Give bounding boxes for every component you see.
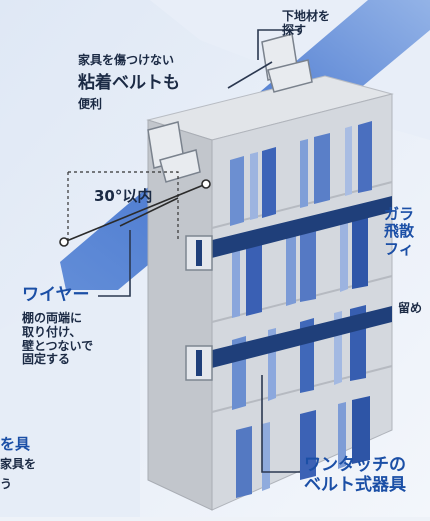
- left-partial-line-1: 家具を: [0, 457, 37, 471]
- glass-line-3: フィ: [384, 239, 414, 258]
- left-partial-title: を具: [0, 435, 31, 453]
- base-material-label: 下地材を 探す: [282, 9, 331, 38]
- onetouch-line-1: ワンタッチの: [304, 455, 406, 475]
- base-material-line-1: 下地材を: [282, 9, 331, 23]
- onetouch-line-2: ベルト式器具: [304, 474, 406, 495]
- glass-line-2: 飛散: [384, 222, 415, 241]
- leader-lines: [98, 29, 300, 473]
- wire-desc-line-3: 壁とつないで: [22, 338, 94, 353]
- right-partial-label: 留め: [398, 301, 423, 315]
- adhesive-note: 家具を傷つけない: [78, 53, 175, 67]
- cabinet-side: [147, 119, 213, 511]
- floor-area: [0, 300, 140, 517]
- books: [230, 121, 372, 498]
- wire-desc-line-2: 取り付け、: [22, 324, 82, 339]
- belts: [185, 196, 392, 381]
- angle-label: 30°以内: [94, 187, 153, 205]
- wire-title: ワイヤー: [22, 285, 90, 305]
- angle-guide: [67, 171, 179, 240]
- adhesive-title: 粘着ベルトも: [78, 73, 180, 93]
- base-material-line-2: 探す: [282, 22, 307, 37]
- wire-description: 棚の両端に 取り付け、 壁とつないで 固定する: [22, 311, 94, 367]
- glass-film-partial: ガラ 飛散 フィ: [384, 205, 415, 258]
- wire: [59, 179, 211, 247]
- wire-desc-line-1: 棚の両端に: [22, 311, 83, 325]
- glass-line-1: ガラ: [384, 205, 415, 223]
- adhesive-suffix: 便利: [78, 97, 103, 111]
- left-partial-line-2: う: [0, 477, 13, 491]
- onetouch-label: ワンタッチの ベルト式器具: [304, 455, 406, 495]
- wall-brackets: [147, 33, 313, 183]
- wire-desc-line-4: 固定する: [22, 352, 71, 367]
